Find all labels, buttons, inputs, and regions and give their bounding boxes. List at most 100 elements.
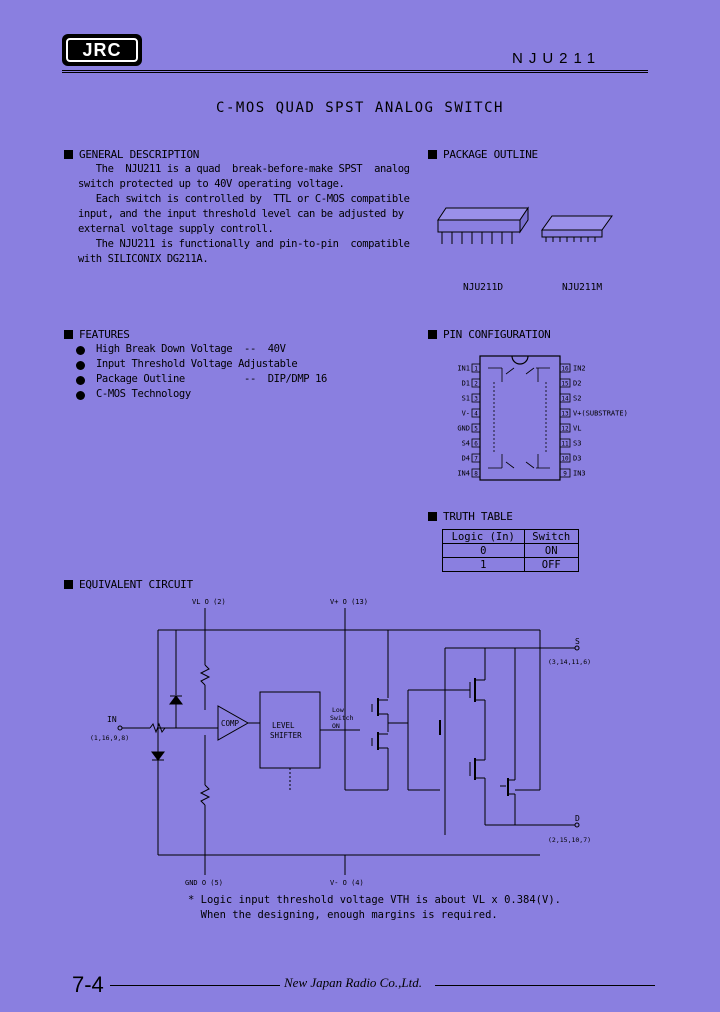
ic-body — [479, 355, 561, 481]
feature-item: Input Threshold Voltage Adjustable — [96, 358, 298, 370]
pin-number: 12 — [561, 426, 569, 433]
pin-name: V- — [462, 410, 470, 418]
part-number: NJU211 — [512, 50, 602, 67]
square-bullet-icon — [64, 580, 73, 589]
s-terminal — [574, 645, 580, 651]
table-cell: 1 — [442, 557, 525, 572]
pin-box — [471, 393, 481, 403]
round-bullet-icon — [76, 361, 85, 370]
general-description-heading: GENERAL DESCRIPTION — [64, 148, 199, 161]
d-terminal — [574, 822, 580, 828]
vminus-pin-label: V- O (4) — [330, 879, 364, 887]
package-drawings — [437, 206, 613, 244]
comparator-symbol — [217, 705, 250, 741]
feature-item: C-MOS Technology — [96, 388, 191, 400]
table-header: Switch — [523, 529, 580, 544]
pin-number: 1 — [474, 366, 478, 373]
input-terminal — [117, 725, 123, 731]
dmp-package-icon — [541, 215, 613, 242]
square-bullet-icon — [428, 150, 437, 159]
pin-number: 2 — [474, 381, 478, 388]
pin-number: 16 — [561, 366, 569, 373]
resistor-icon — [199, 664, 211, 686]
pin-name: S1 — [462, 395, 470, 403]
feature-item: Package Outline -- DIP/DMP 16 — [96, 373, 327, 385]
threshold-note-2: When the designing, enough margins is re… — [188, 909, 498, 921]
internal-switch-lines — [488, 367, 550, 469]
package-outline-heading: PACKAGE OUTLINE — [428, 148, 538, 161]
round-bullet-icon — [76, 346, 85, 355]
pin-name: IN3 — [573, 470, 586, 478]
pin-box — [559, 408, 571, 418]
table-cell: 0 — [442, 543, 525, 558]
pin-number: 10 — [561, 456, 569, 463]
pin-name: S2 — [573, 395, 581, 403]
table-row: 1 OFF — [442, 557, 580, 572]
pin-number: 14 — [561, 396, 569, 403]
in-pins-label: (1,16,9,8) — [90, 734, 129, 742]
square-bullet-icon — [428, 512, 437, 521]
footer-rule-left — [110, 985, 280, 986]
s-label: S — [575, 637, 580, 646]
page-number: 7-4 — [72, 972, 104, 997]
pin-box — [559, 453, 571, 463]
gnd-pin-label: GND O (5) — [185, 879, 223, 887]
header-rule — [62, 70, 648, 73]
pin-number: 11 — [561, 441, 569, 448]
threshold-note: * Logic input threshold voltage VTH is a… — [188, 894, 561, 906]
pin-name: S3 — [573, 440, 581, 448]
d-pins-label: (2,15,10,7) — [548, 836, 591, 844]
pin-box — [559, 468, 571, 478]
pin-number: 4 — [474, 411, 478, 418]
round-bullet-icon — [76, 391, 85, 400]
dip-package-label: NJU211D — [463, 282, 504, 293]
comp-label: COMP — [221, 719, 240, 728]
table-cell: OFF — [523, 557, 580, 572]
pin-number: 6 — [474, 441, 478, 448]
pin-name: V+(SUBSTRATE) — [573, 410, 628, 418]
pin-box — [559, 423, 571, 433]
features-heading: FEATURES — [64, 328, 130, 341]
pin-number: 15 — [561, 381, 569, 388]
pin-box — [471, 438, 481, 448]
pin-name: S4 — [462, 440, 470, 448]
equivalent-circuit-diagram: VL O (2) V+ O (13) GND O (5) V- O (4) IN… — [90, 598, 591, 887]
pin-number: 5 — [474, 426, 478, 433]
truth-table-heading: TRUTH TABLE — [428, 510, 513, 523]
description-line: switch protected up to 40V operating vol… — [78, 178, 345, 190]
dmp-package-label: NJU211M — [562, 282, 603, 293]
resistor-icon — [199, 784, 211, 806]
diode-icon — [151, 751, 165, 761]
pin-box — [559, 363, 571, 373]
description-line: external voltage supply controll. — [78, 223, 274, 235]
pin-number: 7 — [474, 456, 478, 463]
pin-number: 13 — [561, 411, 569, 418]
pin-number: 9 — [563, 471, 567, 478]
vl-pin-label: VL O (2) — [192, 598, 226, 606]
pin-box — [471, 408, 481, 418]
feature-item: High Break Down Voltage -- 40V — [96, 343, 286, 355]
square-bullet-icon — [428, 330, 437, 339]
shifter-label-2: SHIFTER — [270, 731, 302, 740]
low-switch-label: Switch — [330, 714, 354, 722]
pin-box — [471, 468, 481, 478]
description-line: input, and the input threshold level can… — [78, 208, 404, 220]
pin-box — [559, 438, 571, 448]
dip-package-icon — [437, 206, 529, 244]
in-label: IN — [107, 715, 117, 724]
jrc-logo-text: JRC — [66, 38, 138, 62]
pin-box — [471, 423, 481, 433]
table-header-row: Logic (In) Switch — [442, 529, 580, 544]
description-line: The NJU211 is a quad break-before-make S… — [78, 163, 410, 175]
description-line: The NJU211 is functionally and pin-to-pi… — [78, 238, 410, 250]
pin-name: IN4 — [457, 470, 470, 478]
pin-configuration-heading: PIN CONFIGURATION — [428, 328, 551, 341]
general-description-body: The NJU211 is a quad break-before-make S… — [78, 162, 410, 267]
shifter-label-1: LEVEL — [272, 721, 295, 730]
description-line: Each switch is controlled by TTL or C-MO… — [78, 193, 410, 205]
d-label: D — [575, 814, 580, 823]
pin-name: D3 — [573, 455, 581, 463]
ic-notch — [511, 355, 529, 365]
pin-name: GND — [457, 425, 470, 433]
